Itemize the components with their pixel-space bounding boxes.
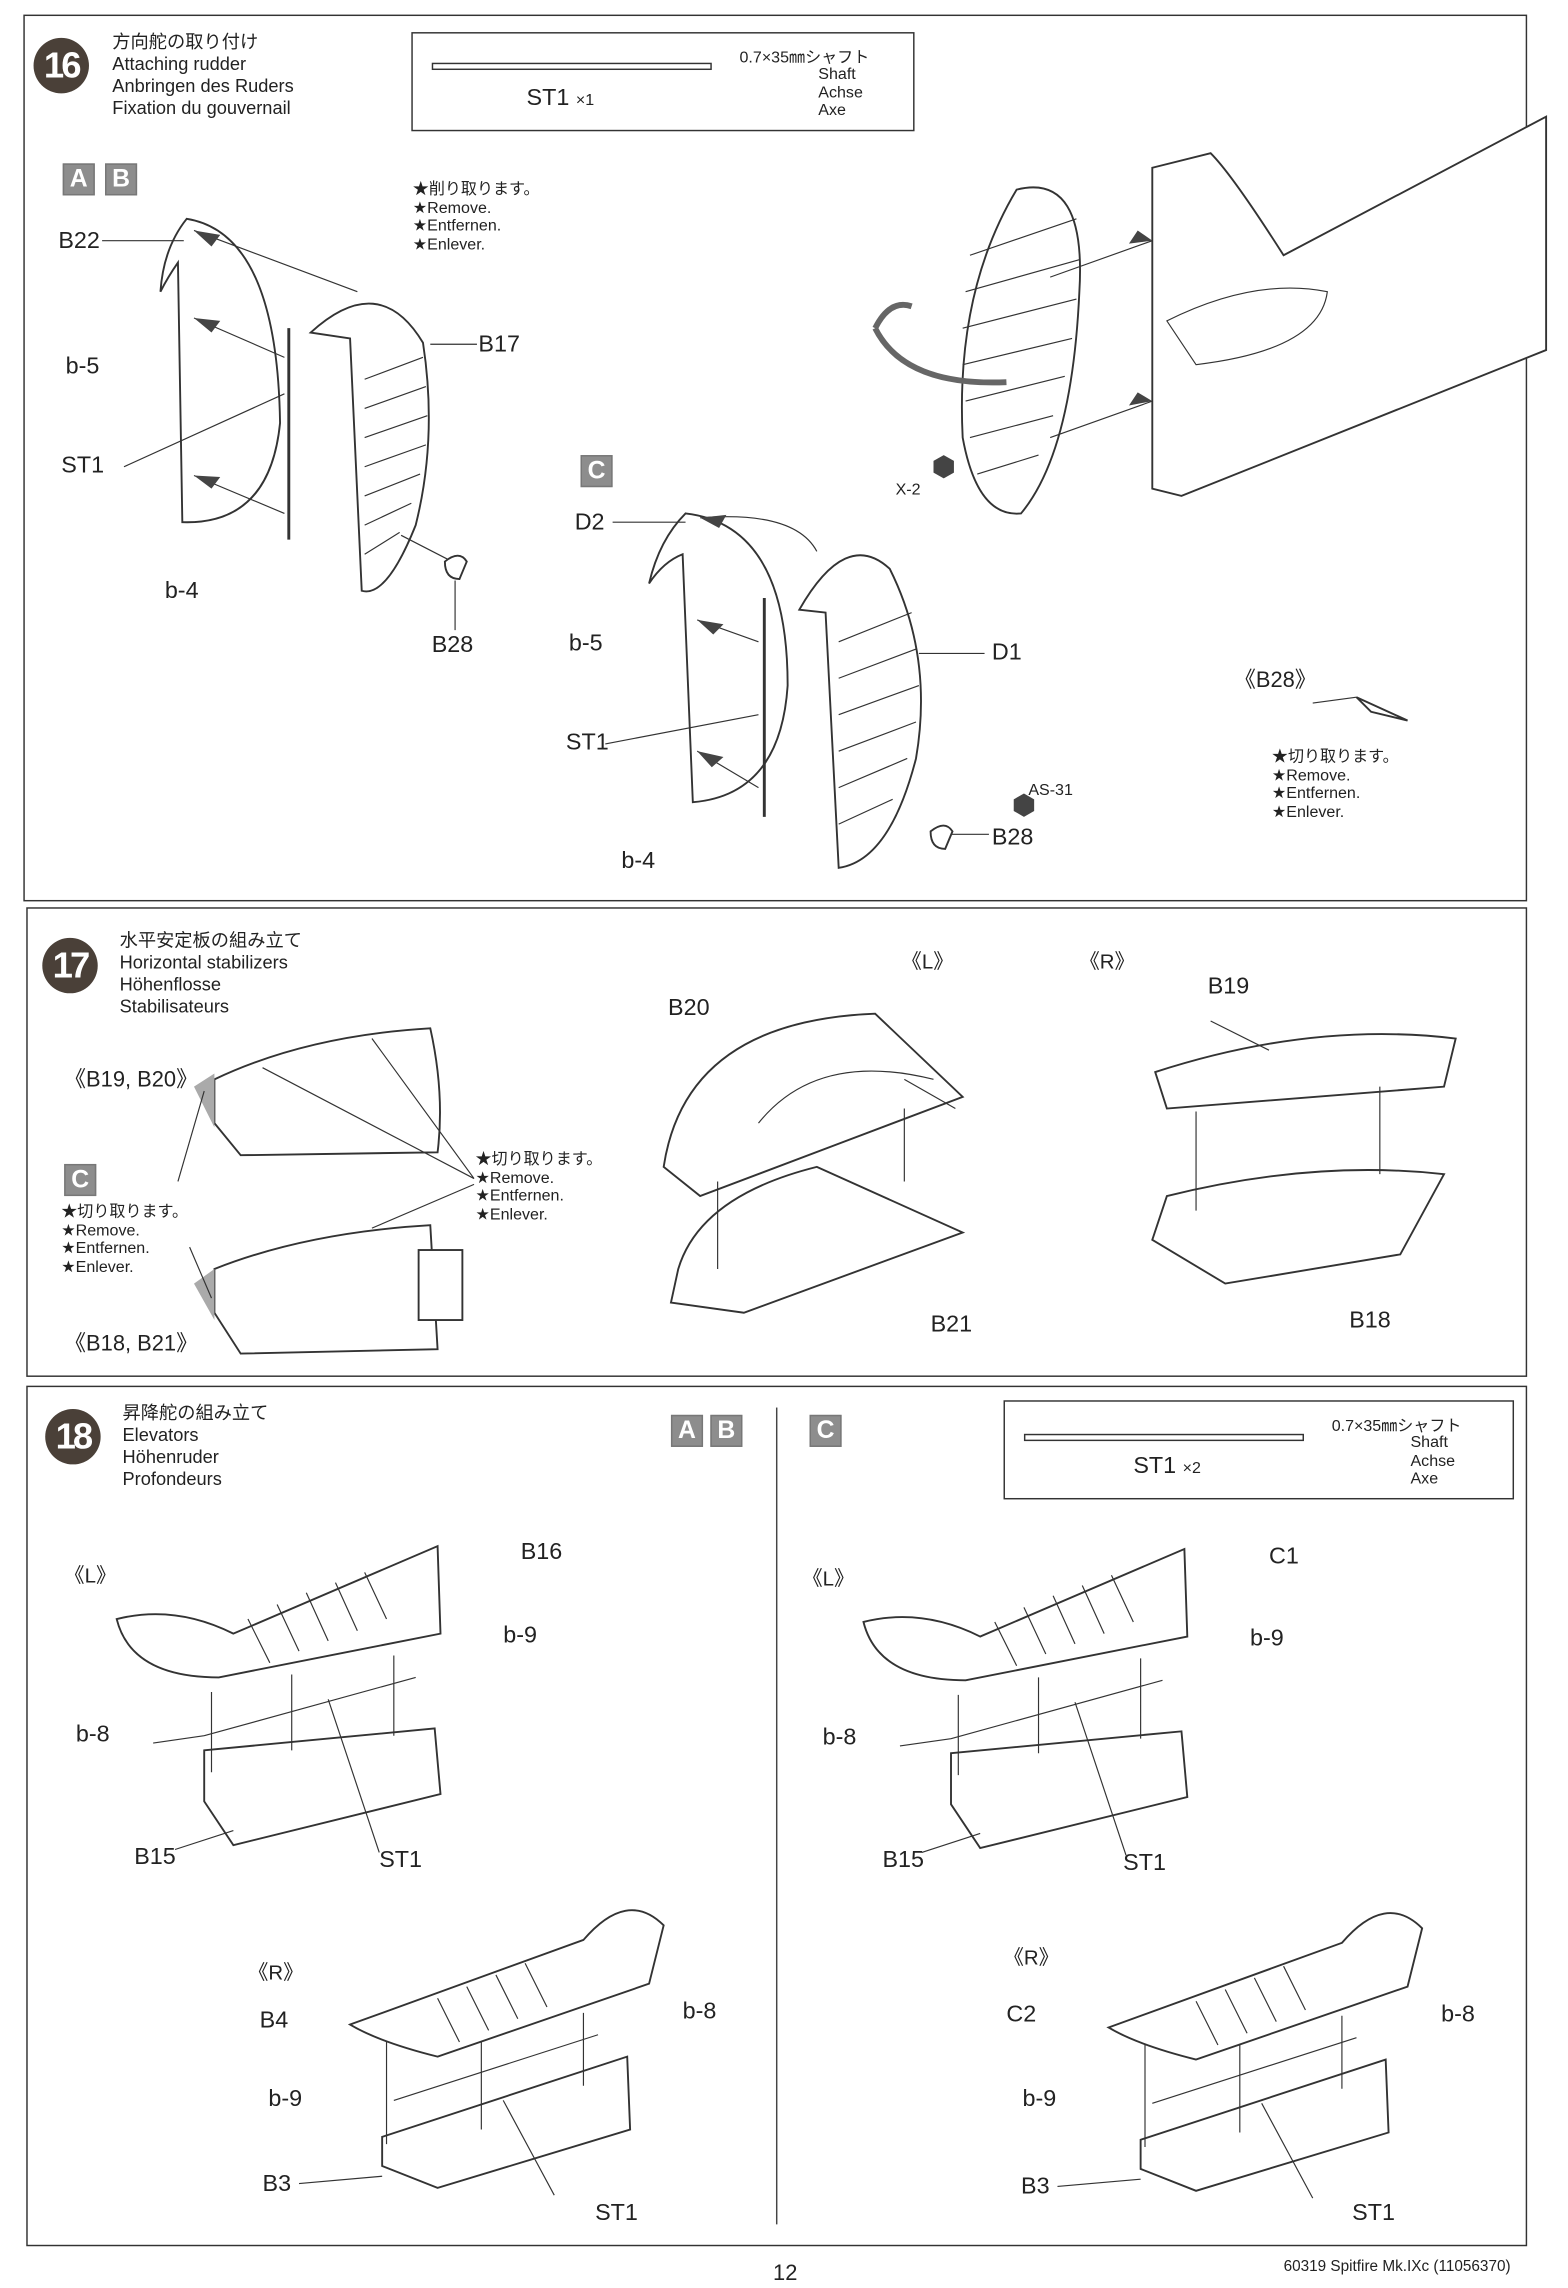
ab-b16: B16 [520,1540,563,1566]
label-b19: B19 [1207,974,1250,1000]
label-b22: B22 [58,229,100,254]
ab-b9r: b-9 [268,2087,303,2113]
c-b9r: b-9 [1022,2087,1057,2113]
label-b5: b-5 [65,354,100,380]
label-b19-b20: 《B19, B20》 [64,1067,198,1093]
badge-c-17: C [64,1163,97,1197]
page-number: 12 [773,2260,798,2286]
badge-b-18: B [710,1414,743,1447]
label-b17: B17 [478,332,520,358]
shaft-part: ST1 ×2 [1133,1454,1201,1480]
label-st1-c: ST1 [565,730,609,756]
label-st1: ST1 [61,453,105,479]
step-18-number: 18 [45,1409,101,1465]
label-right: 《R》 [1079,949,1135,973]
ab-b15: B15 [134,1845,176,1870]
label-b18-b21: 《B18, B21》 [64,1331,198,1357]
c-b8: b-8 [822,1725,857,1751]
divider [775,1407,778,2225]
badge-c-18: C [809,1414,842,1447]
ab-left: 《L》 [64,1563,117,1587]
c-b15: B15 [882,1848,924,1873]
label-b28-detail: 《B28》 [1233,668,1317,693]
product-code: 60319 Spitfire Mk.IXc (11056370) [1283,2257,1511,2276]
title-ja: 方向舵の取り付け [112,32,259,53]
badge-a-18: A [670,1414,704,1447]
shaft-part: ST1 ×1 [526,86,595,111]
label-b4-c: b-4 [621,848,656,874]
remove-note-2: ★切り取ります。★Remove.★Entfernen.★Enlever. [1271,748,1399,821]
step-17-number: 17 [42,937,98,994]
badge-a: A [62,163,95,196]
label-b4: b-4 [164,579,199,604]
c-c2: C2 [1006,2002,1037,2028]
remove-note-right: ★切り取ります。★Remove.★Entfernen.★Enlever. [475,1150,603,1224]
shaft-spec: 0.7×35㎜シャフト [1331,1417,1462,1436]
title-de: Anbringen des Ruders [112,75,294,97]
step-18-panel [26,1385,1528,2247]
label-d1: D1 [991,640,1022,666]
ab-b3: B3 [262,2171,292,2197]
c-left: 《L》 [802,1566,855,1590]
label-as31: AS-31 [1028,781,1073,800]
label-b20: B20 [668,996,710,1022]
label-b5-c: b-5 [568,631,603,657]
remove-note-1: ★削り取ります。★Remove.★Entfernen.★Enlever. [412,180,540,254]
title-en: Attaching rudder [112,53,247,75]
label-x2: X-2 [895,481,921,499]
c-right: 《R》 [1003,1945,1060,1970]
label-b21: B21 [930,1312,973,1338]
shaft-graphic [431,62,712,71]
ab-b4: B4 [259,2008,289,2034]
label-left: 《L》 [901,949,954,973]
c-st1: ST1 [1123,1850,1166,1876]
ab-right: 《R》 [247,1960,304,1984]
badge-b: B [105,163,138,196]
ab-b9: b-9 [503,1623,537,1649]
c-st1r: ST1 [1352,2201,1395,2226]
step-16-number: 16 [33,37,89,94]
step-16-panel [23,14,1528,902]
step-17-panel [26,907,1528,1377]
c-b9: b-9 [1250,1626,1284,1652]
c-b3: B3 [1021,2174,1050,2200]
ab-b8r: b-8 [682,1999,717,2025]
shaft-spec: 0.7×35㎜シャフト [739,49,870,68]
step-16-title: 方向舵の取り付け Attaching rudder Anbringen des … [112,32,293,120]
label-b18: B18 [1349,1308,1391,1334]
c-c1: C1 [1268,1544,1299,1570]
c-b8r: b-8 [1441,2002,1475,2028]
shaft-graphic [1023,1433,1304,1442]
remove-note-left: ★切り取ります。★Remove.★Entfernen.★Enlever. [61,1203,189,1276]
ab-st1: ST1 [379,1848,423,1873]
label-b28: B28 [431,633,474,658]
ab-st1r: ST1 [595,2201,638,2226]
label-b28-c: B28 [991,825,1034,851]
label-d2: D2 [574,510,605,536]
badge-c: C [580,455,613,488]
ab-b8: b-8 [75,1722,110,1748]
title-fr: Fixation du gouvernail [112,97,291,119]
